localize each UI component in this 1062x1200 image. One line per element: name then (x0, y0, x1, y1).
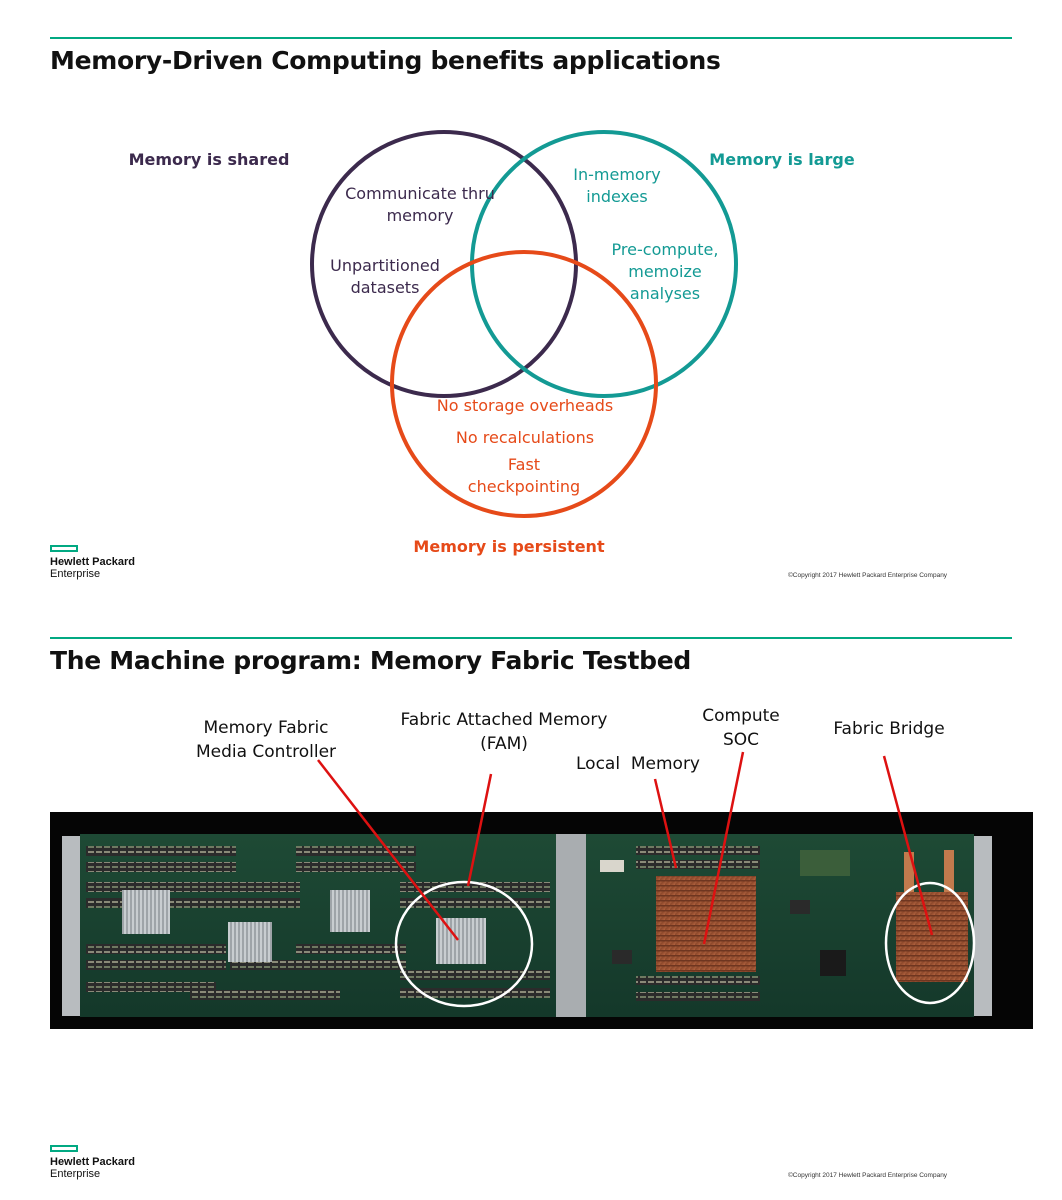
persistent-item-checkpoint: Fast checkpointing (467, 455, 581, 496)
venn-diagram (310, 130, 738, 518)
label-fabric-bridge: Fabric Bridge (833, 719, 945, 739)
large-item-precompute: Pre-compute, memoize analyses (611, 240, 719, 303)
top-accent-rule (50, 37, 1012, 39)
slide2-title: The Machine program: Memory Fabric Testb… (50, 646, 692, 675)
top-accent-rule-2 (50, 637, 1012, 639)
copyright-text-2: ©Copyright 2017 Hewlett Packard Enterpri… (788, 1172, 948, 1179)
heading-memory-persistent: Memory is persistent (413, 537, 605, 556)
persistent-item-storage: No storage overheads (436, 396, 614, 415)
label-compute-soc: Compute SOC (702, 706, 780, 750)
slide1-title: Memory-Driven Computing benefits applica… (50, 46, 721, 75)
shared-item-unpartitioned: Unpartitioned datasets (330, 256, 440, 297)
venn-circle-persistent (390, 250, 658, 518)
hpe-logo-line2: Enterprise (50, 568, 101, 580)
label-media-controller: Memory Fabric Media Controller (195, 718, 337, 762)
hpe-logo-2: Hewlett Packard Enterprise (50, 1145, 135, 1180)
large-item-indexes: In-memory indexes (573, 165, 661, 206)
copyright-text: ©Copyright 2017 Hewlett Packard Enterpri… (788, 572, 948, 579)
shared-item-communicate: Communicate thru memory (345, 184, 495, 225)
hpe-logo-line1-2: Hewlett Packard (50, 1156, 135, 1168)
hpe-logo-line2-2: Enterprise (50, 1168, 101, 1180)
hpe-logo-mark-2 (50, 1145, 78, 1152)
hpe-logo-line1: Hewlett Packard (50, 556, 135, 568)
hpe-logo: Hewlett Packard Enterprise (50, 545, 135, 580)
label-local-memory: Local Memory (575, 754, 701, 774)
persistent-item-recalc: No recalculations (455, 428, 595, 447)
hpe-logo-mark (50, 545, 78, 552)
label-fam: Fabric Attached Memory (FAM) (400, 710, 608, 754)
heading-memory-shared: Memory is shared (128, 150, 290, 169)
heading-memory-large: Memory is large (709, 150, 855, 169)
